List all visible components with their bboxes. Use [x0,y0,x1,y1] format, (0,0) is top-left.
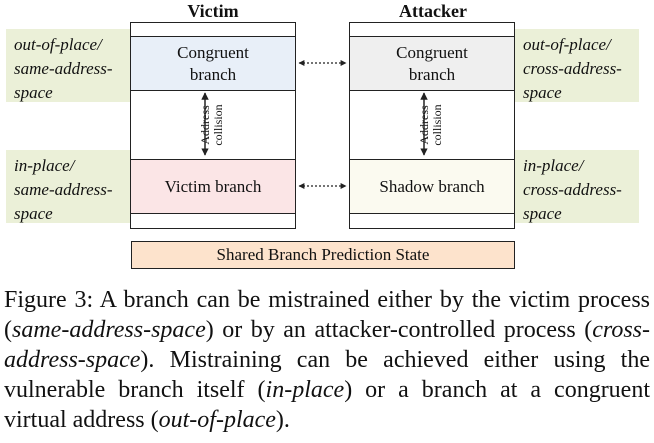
caption-text-3: ). Mistraining can be achieved either us… [4,347,650,403]
caption-text-4: ) or a branch at a congruent virtual add… [4,377,651,433]
attacker-congruent-branch: Congruent branch [350,36,514,91]
side-label-top-left: out-of-place/ same-address- space [6,29,130,102]
attacker-title: Attacker [399,1,467,21]
shadow-branch-label: Shadow branch [379,176,485,196]
attacker-process: Congruent branch Shadow branch Address c… [349,22,515,229]
victim-process: Congruent branch Victim branch Address c… [130,22,296,229]
shared-state-label: Shared Branch Prediction State [216,245,430,264]
side-label-top-right: out-of-place/ cross-address- space [515,29,639,102]
side-label-bottom-right: in-place/ cross-address- space [515,150,639,223]
figure-caption: Figure 3: A branch can be mistrained eit… [4,285,650,435]
caption-emph-2: cross-address-space [4,317,650,373]
victim-branch: Victim branch [131,159,295,214]
side-label-bottom-left: in-place/ same-address- space [6,150,130,223]
victim-congruent-label: Congruent branch [177,42,249,84]
caption-text-5: ). [275,407,290,433]
caption-text-1: Figure 3: A branch can be mistrained eit… [4,287,650,343]
caption-emph-4: out-of-place [158,407,276,433]
shadow-branch: Shadow branch [350,159,514,214]
caption-text-2: ) or by an attacker-controlled process ( [205,317,593,343]
attacker-congruent-label: Congruent branch [396,42,468,84]
caption-emph-1: same-address-space [12,317,206,343]
victim-branch-label: Victim branch [164,176,262,196]
victim-congruent-branch: Congruent branch [131,36,295,91]
caption-emph-3: in-place [265,377,345,403]
victim-title: Victim [187,1,239,21]
shared-branch-prediction-state: Shared Branch Prediction State [131,241,515,269]
